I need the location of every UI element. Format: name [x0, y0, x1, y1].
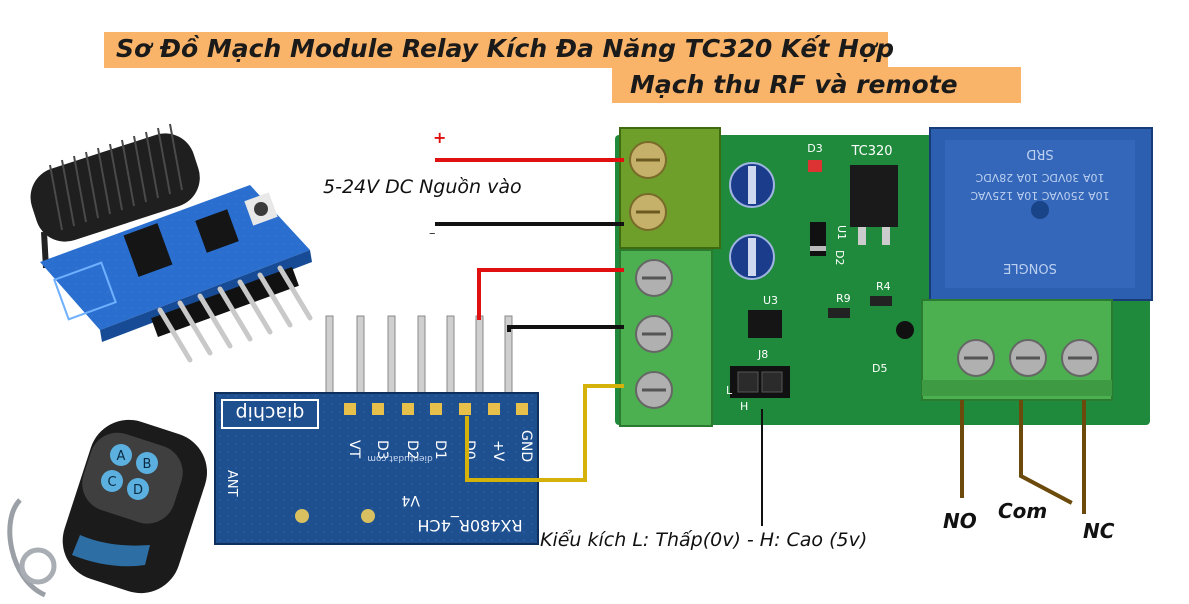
receiver-brand: qiachip: [236, 402, 305, 424]
antenna-coil: [30, 123, 200, 269]
power-input-label: 5-24V DC Nguồn vào: [323, 176, 522, 198]
relay-text-rating1: 10A 30VDC 10A 28VDC: [975, 171, 1104, 184]
jumper-label-h: H: [740, 400, 748, 413]
trigger-mode-label: Kiểu kích L: Thấp(0v) - H: Cao (5v): [540, 529, 868, 551]
mode-jumper: L H: [726, 366, 790, 413]
terminal-label-nc: NC: [1083, 519, 1115, 543]
jumper-label-l: L: [726, 384, 733, 397]
receiver-ant-label: ANT: [224, 470, 239, 497]
relay-text-brand: SONGLE: [1003, 260, 1057, 275]
remote-button-d: D: [133, 483, 143, 498]
relay-board-part-u1: U1: [835, 225, 848, 240]
relay-board-part-r4: R4: [876, 280, 891, 293]
rf-module: [30, 123, 313, 363]
relay-board: D3 TC320 U1 D2 U3 R9 R4 J8 D5 L H SRD 10…: [615, 127, 1153, 427]
relay-board-chip-label: TC320: [850, 144, 892, 159]
signal-wire-red: [477, 268, 624, 320]
receiver-model: RX480R_4CH: [417, 515, 522, 535]
relay-board-part-d3: D3: [807, 142, 822, 155]
receiver-pins: [325, 315, 513, 403]
receiver-version: V4: [401, 492, 420, 508]
title-band-2: [612, 67, 1021, 103]
title-line-1: Sơ Đồ Mạch Module Relay Kích Đa Năng TC3…: [116, 34, 894, 63]
relay-board-part-r9: R9: [836, 292, 851, 305]
receiver-website: dientudat.com: [367, 453, 433, 463]
receiver-pin-v: +V: [490, 440, 506, 462]
relay-board-part-u3: U3: [763, 294, 778, 307]
title-line-2: Mạch thu RF và remote: [630, 70, 958, 99]
title-band-1: [104, 32, 888, 68]
relay-component: SRD 10A 30VDC 10A 28VDC 10A 250VAC 10A 1…: [929, 127, 1153, 301]
relay-board-part-d5: D5: [872, 362, 887, 375]
capacitors: [729, 162, 775, 280]
remote-buttons: A B C D: [101, 444, 158, 500]
wires: [435, 158, 1086, 526]
power-terminal-block: [619, 127, 721, 249]
receiver-pin-d3: D3: [374, 440, 390, 460]
power-plus-sign: +: [433, 128, 447, 147]
power-minus-sign: –: [429, 226, 436, 241]
receiver-pin-d1: D1: [432, 440, 448, 460]
receiver-pin-gnd: GND: [518, 430, 534, 462]
lead-com: [1019, 400, 1073, 505]
terminal-label-no: NO: [943, 509, 977, 533]
relay-board-part-j8: J8: [757, 348, 768, 361]
signal-terminal-block: [619, 249, 713, 427]
relay-text-rating2: 10A 250VAC 10A 125VAC: [970, 189, 1110, 202]
receiver-board: qiachip VT D3 D2 D1 D0 +V GND dientudat.…: [214, 315, 539, 545]
remote-control: A B C D: [7, 419, 207, 598]
receiver-pin-vt: VT: [346, 440, 362, 459]
receiver-pin-d2: D2: [404, 440, 420, 460]
relay-board-part-d2: D2: [833, 250, 846, 265]
relay-text-srd: SRD: [1026, 146, 1053, 161]
terminal-label-com: Com: [998, 499, 1048, 523]
remote-button-c: C: [107, 475, 116, 490]
remote-button-a: A: [117, 449, 126, 464]
signal-wire-yellow: [465, 384, 624, 482]
remote-button-b: B: [143, 457, 152, 472]
signal-wire-black: [507, 325, 624, 332]
output-terminal-block: [921, 299, 1113, 401]
rf-module-pins: [151, 265, 313, 363]
